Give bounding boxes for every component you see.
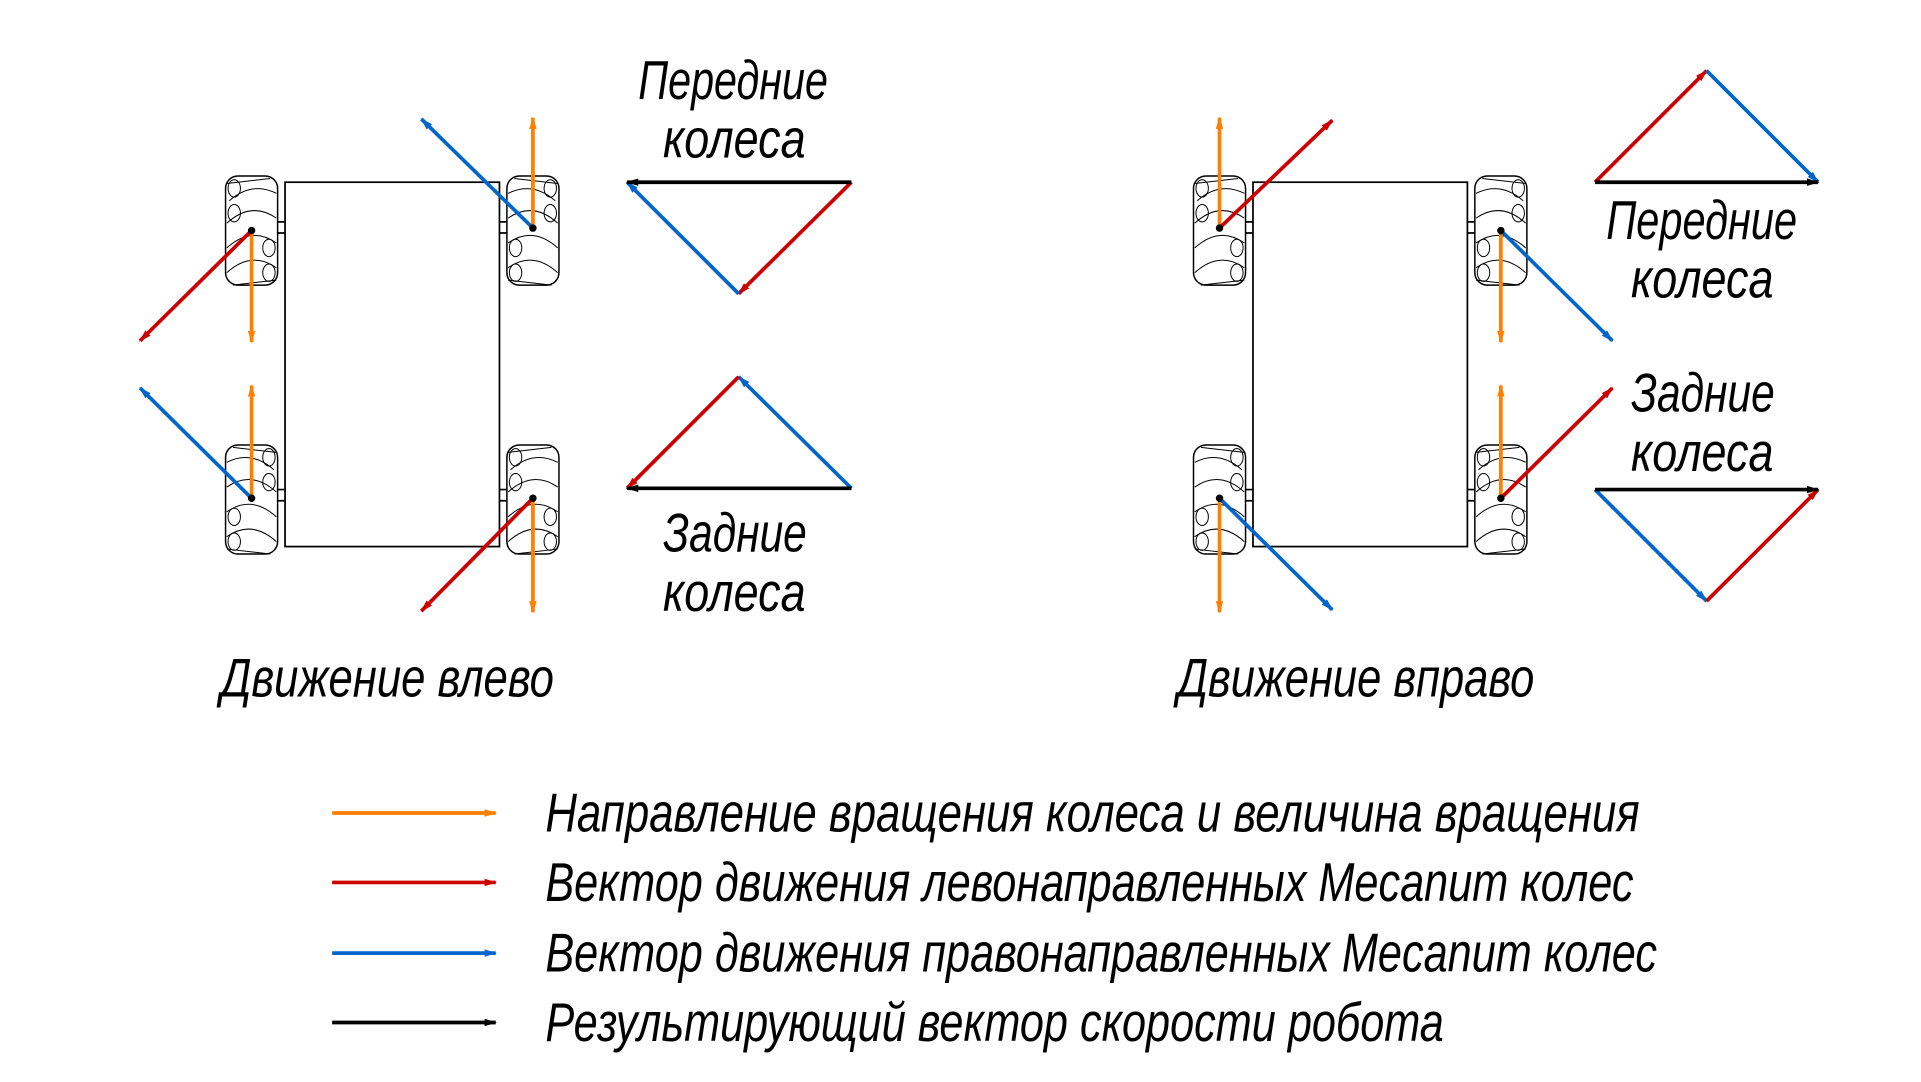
red-vector: [625, 375, 740, 490]
right-front-label-1: Передние: [1606, 190, 1797, 251]
legend-item-resultant: Результирующий вектор скорости робота: [332, 992, 1444, 1053]
right-robot: [1192, 116, 1614, 614]
left-front-label-2: колеса: [663, 108, 806, 169]
blue-vector: [737, 375, 853, 490]
legend-label: Вектор движения правонаправленных Mecanu…: [545, 923, 1657, 984]
vector-arrow-fr: [420, 117, 535, 230]
left-rear-vector-triangle: [625, 375, 853, 493]
vector-arrow-rr: [420, 496, 535, 613]
legend-label: Направление вращения колеса и величина в…: [545, 783, 1639, 844]
legend-label: Результирующий вектор скорости робота: [545, 992, 1444, 1053]
blue-vector: [1705, 69, 1820, 184]
right-front-label-2: колеса: [1631, 248, 1774, 309]
vector-arrow-rl: [138, 386, 253, 500]
vector-arrow-fl: [138, 229, 253, 343]
right-rear-vector-triangle: [1593, 485, 1820, 603]
left-front-vector-triangle: [625, 178, 853, 296]
robot-body: [1252, 181, 1469, 548]
legend-item-left-mecanum: Вектор движения левонаправленных Mecanum…: [332, 852, 1633, 913]
red-vector: [1593, 69, 1708, 184]
right-rear-label-2: колеса: [1631, 422, 1774, 483]
red-vector: [737, 180, 853, 296]
vector-arrow-fr: [1499, 229, 1614, 343]
vector-arrow-rr: [1499, 386, 1614, 500]
vector-arrow-fl: [1218, 118, 1334, 230]
red-vector: [1705, 488, 1820, 603]
left-rear-label-2: колеса: [663, 562, 806, 623]
legend-item-rotation: Направление вращения колеса и величина в…: [332, 783, 1640, 844]
blue-vector: [625, 180, 740, 296]
right-diagram-title: Движение вправо: [1173, 648, 1535, 709]
robot-body: [284, 181, 501, 548]
left-robot: [138, 116, 560, 614]
right-front-vector-triangle: [1593, 69, 1820, 186]
left-diagram-title: Движение влево: [216, 648, 554, 709]
right-rear-label-1: Задние: [1631, 362, 1775, 423]
vector-arrow-rl: [1218, 496, 1334, 612]
legend: Направление вращения колеса и величина в…: [332, 783, 1657, 1053]
blue-vector: [1593, 488, 1708, 603]
legend-item-right-mecanum: Вектор движения правонаправленных Mecanu…: [332, 923, 1657, 984]
legend-label: Вектор движения левонаправленных Mecanum…: [545, 852, 1633, 913]
left-rear-label-1: Задние: [663, 503, 807, 564]
left-front-label-1: Передние: [638, 50, 828, 111]
